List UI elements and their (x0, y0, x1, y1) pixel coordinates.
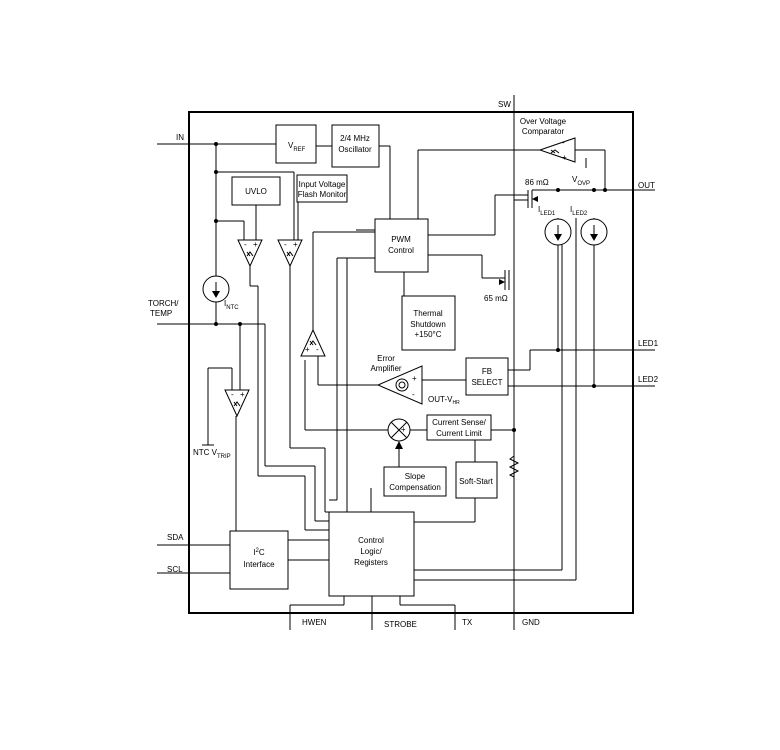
pmos-resistance-label: 86 mΩ (525, 178, 549, 187)
pin-tx-label: TX (462, 618, 473, 627)
svg-text:FB: FB (482, 367, 492, 376)
pin-in-label: IN (176, 133, 184, 142)
svg-text:SELECT: SELECT (471, 378, 502, 387)
svg-text:Current Sense/: Current Sense/ (432, 418, 487, 427)
pin-sda-label: SDA (167, 533, 184, 542)
pin-temp-label: TEMP (150, 309, 172, 318)
svg-text:+: + (293, 240, 298, 249)
pin-gnd-label: GND (522, 618, 540, 627)
pin-led2-label: LED2 (638, 375, 659, 384)
control-logic-block: Control Logic/ Registers (328, 511, 415, 597)
pwm-comparator: + - (300, 328, 326, 357)
ntc-comparator: - + (224, 389, 250, 418)
iled1-label: ILED1 (538, 205, 556, 217)
i2c-interface-block: I2C Interface (229, 530, 289, 590)
pin-scl-label: SCL (167, 565, 183, 574)
vovp-label: VOVP (572, 175, 590, 187)
ovp-comparator: - + (538, 137, 576, 163)
svg-text:Soft-Start: Soft-Start (459, 477, 494, 486)
svg-text:Input Voltage: Input Voltage (299, 180, 346, 189)
nmos-resistance-label: 65 mΩ (484, 294, 508, 303)
sense-resistor (508, 455, 520, 492)
svg-text:-: - (562, 138, 565, 147)
pmos-arrow-icon (532, 196, 538, 202)
svg-text:UVLO: UVLO (245, 187, 267, 196)
svg-text:2/4 MHz: 2/4 MHz (340, 134, 370, 143)
junction-dots (214, 142, 607, 432)
nmos-arrow-icon (499, 279, 505, 285)
svg-text:VREF: VREF (288, 141, 306, 153)
svg-text:Control: Control (388, 246, 414, 255)
ovp-comparator-label-2: Comparator (522, 127, 565, 136)
svg-text:Shutdown: Shutdown (410, 320, 446, 329)
svg-text:+: + (562, 153, 567, 162)
thermal-shutdown-block: Thermal Shutdown +150°C (401, 295, 456, 351)
pin-torch-label: TORCH/ (148, 299, 179, 308)
svg-text:+: + (401, 425, 406, 434)
arrow-up-icon (395, 441, 403, 449)
error-amplifier: + - (376, 365, 423, 405)
out-vhr-label: OUT-VHR (428, 395, 460, 406)
svg-text:+: + (240, 390, 245, 399)
pin-led1-label: LED1 (638, 339, 659, 348)
pwm-control-block: PWM Control (374, 218, 429, 273)
svg-text:+: + (253, 240, 258, 249)
uvlo-comparator: - + (237, 239, 263, 268)
intc-current-source (202, 275, 230, 303)
svg-text:Slope: Slope (405, 472, 426, 481)
iled2-current-source (580, 218, 608, 246)
svg-text:-: - (231, 390, 234, 399)
pin-strobe-label: STROBE (384, 620, 417, 629)
flash-monitor-block: Input Voltage Flash Monitor (296, 174, 348, 203)
iled2-label: ILED2 (570, 205, 588, 217)
soft-start-block: Soft-Start (455, 461, 498, 499)
svg-text:Flash Monitor: Flash Monitor (298, 190, 347, 199)
svg-text:Compensation: Compensation (389, 483, 441, 492)
error-amplifier-label-1: Error (377, 354, 395, 363)
oscillator-block: 2/4 MHz Oscillator (331, 124, 380, 168)
svg-text:-: - (316, 345, 319, 354)
svg-text:Current Limit: Current Limit (436, 429, 483, 438)
pin-out-label: OUT (638, 181, 655, 190)
error-amplifier-label-2: Amplifier (370, 364, 401, 373)
svg-text:-: - (244, 240, 247, 249)
iled1-current-source (544, 218, 572, 246)
svg-text:PWM: PWM (391, 235, 411, 244)
current-sense-block: Current Sense/ Current Limit (426, 414, 492, 441)
svg-text:+150°C: +150°C (415, 330, 442, 339)
svg-text:Registers: Registers (354, 558, 388, 567)
ovp-comparator-label-1: Over Voltage (520, 117, 567, 126)
uvlo-block: UVLO (231, 176, 281, 206)
svg-text:I2C: I2C (253, 548, 265, 557)
intc-label: INTC (224, 299, 239, 311)
chip-boundary (188, 111, 634, 614)
svg-text:Control: Control (358, 536, 384, 545)
svg-text:-: - (412, 390, 415, 399)
wires (157, 95, 655, 630)
svg-text:Interface: Interface (243, 560, 275, 569)
svg-text:-: - (284, 240, 287, 249)
slope-compensation-block: Slope Compensation (383, 466, 447, 497)
svg-text:Oscillator: Oscillator (338, 145, 372, 154)
svg-text:Logic/: Logic/ (360, 547, 382, 556)
svg-text:+: + (412, 374, 417, 383)
flash-comparator: - + (277, 239, 303, 268)
pin-sw-label: SW (498, 100, 511, 109)
svg-text:+: + (305, 345, 310, 354)
vref-block: VREF (275, 124, 317, 164)
ntc-vtrip-label: NTC VTRIP (193, 448, 231, 460)
summing-junction: + (387, 418, 411, 442)
pin-hwen-label: HWEN (302, 618, 327, 627)
svg-text:Thermal: Thermal (413, 309, 443, 318)
fb-select-block: FB SELECT (465, 357, 509, 396)
